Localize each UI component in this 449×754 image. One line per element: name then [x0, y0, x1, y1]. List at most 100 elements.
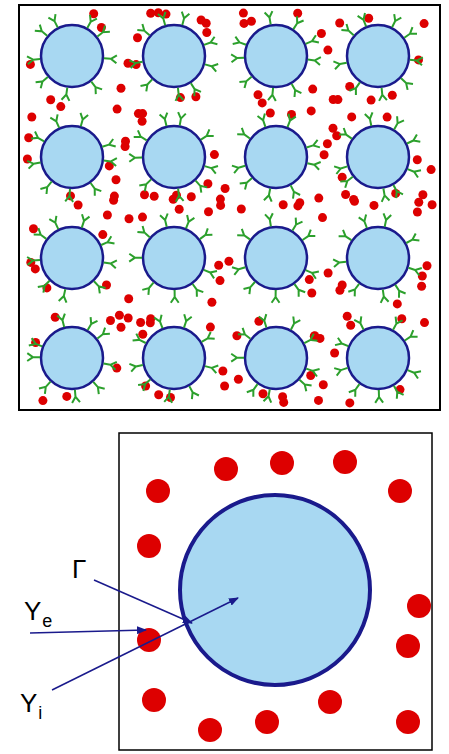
receptor-symbol	[139, 179, 151, 191]
particle-dot	[370, 201, 379, 210]
receptor-symbol	[82, 214, 90, 227]
particle-dot	[335, 19, 344, 28]
particle-dot	[418, 272, 427, 281]
particle-dot	[115, 311, 124, 320]
particle-dot	[138, 330, 147, 339]
receptor-symbol	[27, 56, 40, 64]
unit-cell-frame	[119, 433, 432, 750]
receptor-symbol	[382, 189, 390, 202]
particle-dot	[204, 207, 213, 216]
receptor-symbol	[341, 24, 353, 35]
receptor-symbol	[97, 26, 110, 37]
inclusion-circle	[347, 126, 409, 188]
receptor-symbol	[129, 364, 142, 372]
receptor-symbol	[304, 334, 317, 344]
particle-dot	[124, 314, 133, 323]
receptor-symbol	[359, 215, 367, 228]
periodic-medium-frame	[19, 5, 440, 410]
particle-dot	[191, 92, 200, 101]
receptor-symbol	[308, 57, 321, 65]
particle-dot	[62, 392, 71, 401]
particle-dot	[427, 165, 436, 174]
receptor-symbol	[410, 57, 423, 65]
region-label: Y	[24, 598, 41, 624]
leader-arrow	[52, 598, 238, 690]
receptor-symbol	[239, 77, 251, 88]
receptor-symbol	[59, 289, 67, 302]
particle-dot	[121, 142, 130, 151]
receptor-symbol	[384, 213, 392, 226]
receptor-symbol	[354, 316, 363, 329]
receptor-symbol	[48, 14, 57, 27]
receptor-symbol	[300, 380, 312, 392]
receptor-symbol	[265, 11, 273, 24]
particle-dot	[332, 131, 341, 140]
receptor-symbol	[293, 16, 303, 29]
particle-dot	[346, 321, 355, 330]
particle-dot	[317, 29, 326, 38]
particle-dot	[388, 91, 397, 100]
receptor-symbol	[178, 112, 186, 125]
receptor-symbol	[138, 380, 150, 392]
receptor-symbol	[307, 162, 320, 170]
particle-dot	[319, 380, 328, 389]
particle-dot	[74, 201, 83, 210]
particle-dot	[113, 105, 122, 114]
inclusion-circle	[41, 227, 103, 289]
receptor-symbol	[334, 368, 347, 376]
particle-dot	[210, 150, 219, 159]
particle-dot	[308, 85, 317, 94]
receptor-symbol	[259, 314, 267, 327]
inclusion-circle	[143, 327, 205, 389]
particle-dot	[318, 213, 327, 222]
particle-dot	[323, 139, 332, 148]
inclusion-circle	[245, 126, 307, 188]
receptor-symbol	[191, 83, 201, 96]
receptor-symbol	[171, 290, 179, 303]
receptor-symbol	[238, 328, 251, 339]
receptor-symbol	[237, 128, 250, 139]
inclusion-circle	[245, 327, 307, 389]
receptor-symbol	[307, 140, 320, 148]
region-subscript: e	[42, 612, 52, 630]
receptor-symbol	[268, 88, 276, 101]
receptor-symbol	[392, 14, 401, 27]
particle-dot	[320, 150, 329, 159]
receptor-symbol	[204, 270, 217, 279]
particle-dot	[138, 117, 147, 126]
receptor-symbol	[186, 215, 194, 228]
receptor-symbol	[104, 158, 117, 166]
periodic-structure	[23, 8, 437, 407]
receptor-symbol	[160, 214, 168, 227]
particle-dot	[324, 269, 333, 278]
inclusion-circle	[41, 126, 103, 188]
receptor-symbol	[205, 166, 218, 174]
receptor-symbol	[38, 281, 50, 293]
particle-dot	[330, 349, 339, 358]
receptor-symbol	[31, 132, 44, 142]
particle-dot	[138, 213, 147, 222]
particle-dot	[232, 331, 241, 340]
particle-dot	[293, 201, 302, 210]
particle-dot	[305, 275, 314, 284]
receptor-symbol	[189, 386, 199, 399]
particle-dot	[247, 17, 256, 26]
receptor-symbol	[306, 369, 319, 377]
receptor-symbol	[142, 283, 153, 295]
receptor-symbol	[176, 88, 184, 101]
receptor-symbol	[407, 135, 420, 144]
receptor-symbol	[393, 317, 403, 330]
receptor-symbol	[91, 183, 102, 196]
receptor-symbol	[288, 114, 296, 127]
receptor-symbol	[104, 362, 117, 370]
receptor-symbol	[196, 181, 208, 193]
particle-dot	[154, 390, 163, 399]
receptor-symbol	[348, 284, 359, 297]
receptor-symbol	[244, 282, 255, 294]
particle-dot	[343, 312, 352, 321]
particle-dot	[27, 113, 36, 122]
particle-dot	[314, 396, 323, 405]
receptor-symbol	[102, 139, 115, 147]
receptor-symbol	[36, 77, 48, 88]
inclusion-circle	[347, 25, 409, 87]
